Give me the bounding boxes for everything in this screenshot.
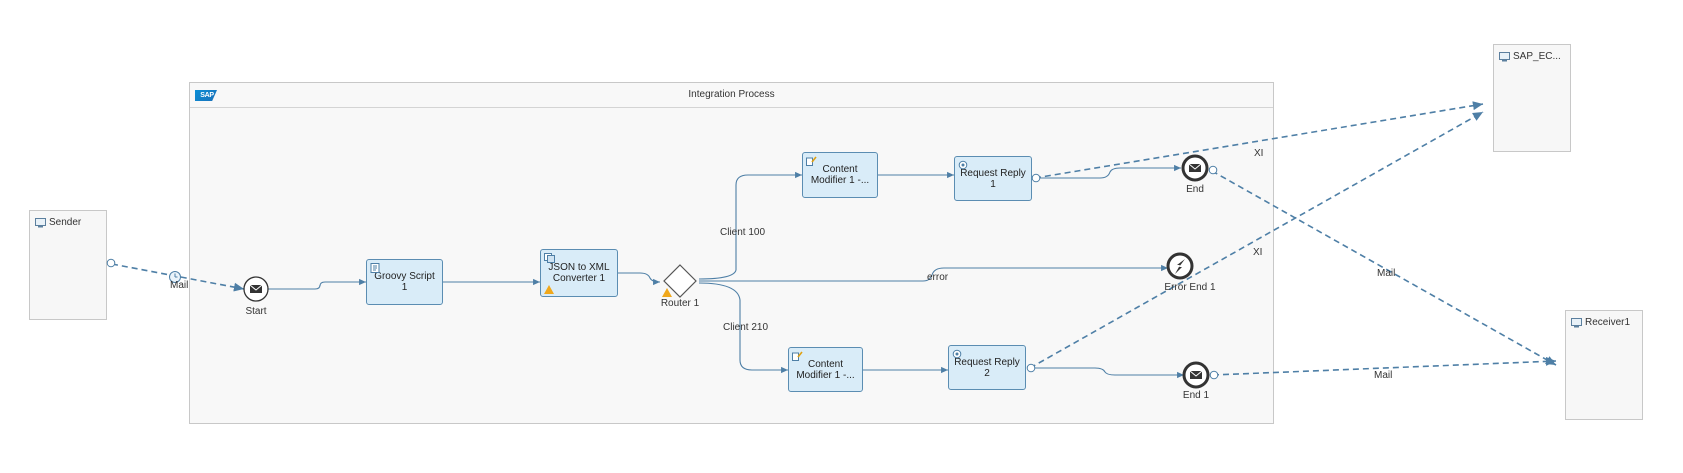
participant-icon (1499, 51, 1510, 61)
pool-title: Integration Process (688, 89, 775, 100)
integration-process-pool[interactable]: SAP Integration Process (189, 82, 1274, 424)
content-modifier-icon (792, 351, 803, 361)
request-reply-1-task[interactable]: Request Reply 1 (954, 156, 1032, 201)
task-label: Content Modifier 1 -... (796, 358, 855, 381)
participant-header: SAP_EC... (1499, 51, 1561, 62)
start-event[interactable] (243, 276, 269, 302)
participant-header: Receiver1 (1571, 317, 1630, 328)
sender-port[interactable] (106, 258, 116, 268)
error-end-event[interactable] (1166, 252, 1194, 280)
sequence-flow[interactable] (1030, 367, 1184, 379)
pool-header: SAP Integration Process (190, 83, 1273, 108)
content-modifier-bottom-task[interactable]: Content Modifier 1 -... (788, 347, 863, 392)
converter-icon (544, 253, 555, 263)
participant-label: Sender (49, 217, 82, 228)
gear-icon (958, 160, 968, 170)
message-flow-rr2-sapec[interactable] (1029, 111, 1484, 369)
participant-icon (35, 217, 46, 227)
flow-label-error: error (927, 272, 949, 283)
flow-label-xi-bottom: XI (1253, 247, 1263, 258)
message-flow-rr1-sapec[interactable] (1034, 101, 1484, 179)
lightning-icon (1175, 259, 1185, 274)
participant-label: SAP_EC... (1513, 51, 1561, 62)
content-modifier-top-task[interactable]: Content Modifier 1 -... (802, 152, 878, 198)
participant-label: Receiver1 (1585, 317, 1631, 328)
participant-header: Sender (35, 217, 81, 228)
task-label: JSON to XML Converter 1 (548, 262, 610, 284)
flow-label-mail-end1: Mail (1374, 370, 1393, 381)
sequence-flow[interactable] (618, 272, 661, 286)
end-label: End (1186, 184, 1204, 195)
error-end-label: Error End 1 (1164, 282, 1216, 293)
json-to-xml-converter-task[interactable]: JSON to XML Converter 1 (540, 249, 618, 297)
gear-icon (952, 349, 962, 359)
groovy-script-task[interactable]: Groovy Script 1 (366, 259, 443, 305)
flow-label-mail-sender: Mail (170, 280, 189, 291)
warning-icon (544, 285, 554, 294)
flow-label-xi-top: XI (1254, 148, 1264, 159)
flow-label-client-210: Client 210 (723, 322, 769, 333)
envelope-icon (249, 284, 263, 293)
flow-label-mail-end: Mail (1377, 268, 1396, 279)
sap-logo: SAP (195, 90, 217, 101)
end1-port[interactable] (1209, 370, 1219, 380)
start-label: Start (245, 306, 267, 317)
content-modifier-icon (806, 156, 817, 166)
rr1-port[interactable] (1031, 173, 1041, 183)
rr2-port[interactable] (1026, 363, 1036, 373)
participant-sender[interactable]: Sender (29, 210, 107, 320)
flow-label-client-100: Client 100 (720, 227, 766, 238)
sequence-flow[interactable] (1035, 164, 1181, 179)
end1-event[interactable] (1182, 361, 1210, 389)
task-label: Groovy Script 1 (374, 271, 435, 293)
request-reply-2-task[interactable]: Request Reply 2 (948, 345, 1026, 390)
message-flow-end1-receiver[interactable] (1212, 356, 1557, 376)
end-port[interactable] (1208, 165, 1218, 175)
router-gateway[interactable] (663, 264, 697, 298)
envelope-icon (1188, 163, 1202, 172)
participant-icon (1571, 317, 1582, 327)
timer-icon (169, 271, 181, 283)
sequence-flow[interactable] (268, 278, 366, 290)
warning-icon (662, 288, 672, 297)
end1-label: End 1 (1182, 390, 1210, 401)
participant-receiver1[interactable]: Receiver1 (1565, 310, 1643, 420)
sequence-flow-client-100[interactable] (698, 171, 802, 280)
script-icon (370, 263, 380, 273)
sequence-flow-error[interactable] (699, 264, 1168, 282)
task-label: Request Reply 2 (954, 356, 1020, 379)
participant-sap-ec[interactable]: SAP_EC... (1493, 44, 1571, 152)
message-flow-sender-start[interactable] (111, 263, 245, 292)
router-label: Router 1 (660, 298, 700, 309)
sequence-flow-client-210[interactable] (698, 282, 788, 374)
envelope-icon (1189, 370, 1203, 379)
task-label: Request Reply 1 (960, 167, 1026, 190)
end-event[interactable] (1181, 154, 1209, 182)
message-flow-end-receiver[interactable] (1211, 170, 1557, 366)
task-label: Content Modifier 1 -... (810, 164, 870, 186)
